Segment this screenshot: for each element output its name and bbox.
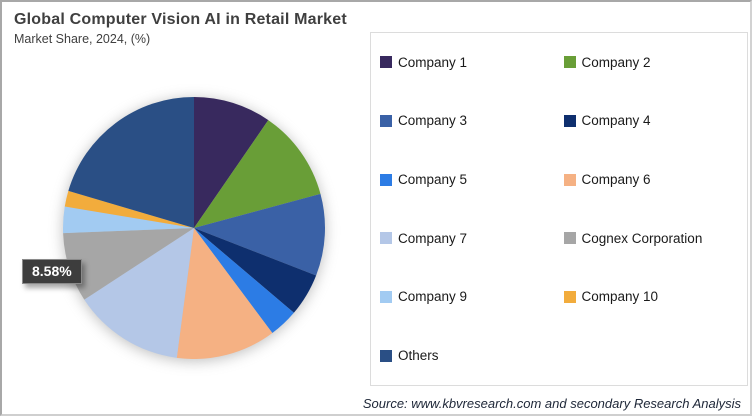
pie-slice-company-7	[84, 228, 194, 358]
legend-label-company-1: Company 1	[398, 54, 468, 70]
chart-header: Global Computer Vision AI in Retail Mark…	[14, 10, 347, 46]
legend-swatch-company-4	[563, 114, 576, 127]
legend-swatch-others	[380, 349, 392, 362]
pie-slice-company-4	[194, 228, 317, 313]
pie-slice-company-5	[194, 228, 294, 334]
legend-item-company-9: Company 9	[380, 268, 564, 327]
legend-item-others: Others	[380, 326, 564, 385]
chart-legend: Company 1 Company 2 Company 3 Company 4 Comp…	[370, 32, 748, 386]
legend-swatch-company-9	[380, 290, 392, 303]
legend-swatch-company-5	[380, 173, 392, 186]
source-note: Source: www.kbvresearch.com and secondar…	[362, 396, 741, 411]
legend-label-company-4: Company 4	[581, 113, 651, 129]
legend-item-company-4: Company 4	[563, 92, 748, 151]
legend-item-company-10: Company 10	[563, 268, 748, 327]
legend-swatch-company-3	[380, 114, 392, 127]
pie-slice-company-10	[64, 190, 194, 228]
legend-label-company-3: Company 3	[398, 113, 468, 129]
legend-item-company-2: Company 2	[563, 33, 748, 92]
pie-slice-cognex-corporation	[63, 228, 194, 300]
legend-item-company-3: Company 3	[380, 92, 564, 151]
legend-item-company-7: Company 7	[380, 209, 564, 268]
pie-slice-company-2	[194, 120, 321, 228]
pie-slice-company-1	[194, 97, 269, 228]
legend-item-cognex-corporation: Cognex Corporation	[563, 209, 748, 268]
legend-label-company-2: Company 2	[581, 54, 651, 70]
legend-swatch-company-10	[563, 290, 576, 303]
legend-swatch-company-2	[563, 56, 576, 69]
legend-item-company-1: Company 1	[380, 33, 564, 92]
chart-subtitle: Market Share, 2024, (%)	[14, 32, 151, 46]
pie-slice-others	[68, 96, 194, 228]
pie-slice-company-6	[176, 228, 273, 359]
legend-swatch-company-1	[380, 56, 392, 69]
legend-swatch-cognex-corporation	[563, 232, 576, 245]
legend-swatch-company-6	[563, 173, 576, 186]
pie-slice-company-3	[194, 193, 325, 276]
legend-label-company-5: Company 5	[398, 172, 468, 188]
legend-swatch-company-7	[380, 232, 392, 245]
legend-label-company-7: Company 7	[398, 230, 468, 246]
legend-label-company-6: Company 6	[581, 172, 651, 188]
legend-label-cognex-corporation: Cognex Corporation	[581, 230, 703, 246]
page-title: Global Computer Vision AI in Retail Mark…	[14, 11, 347, 28]
legend-item-company-6: Company 6	[563, 150, 748, 209]
slice-value-callout: 8.58%	[22, 259, 82, 284]
pie-slice-company-9	[62, 206, 195, 234]
legend-item-company-5: Company 5	[380, 150, 564, 209]
legend-label-others: Others	[398, 348, 439, 364]
legend-label-company-10: Company 10	[581, 289, 659, 305]
legend-label-company-9: Company 9	[398, 289, 468, 305]
